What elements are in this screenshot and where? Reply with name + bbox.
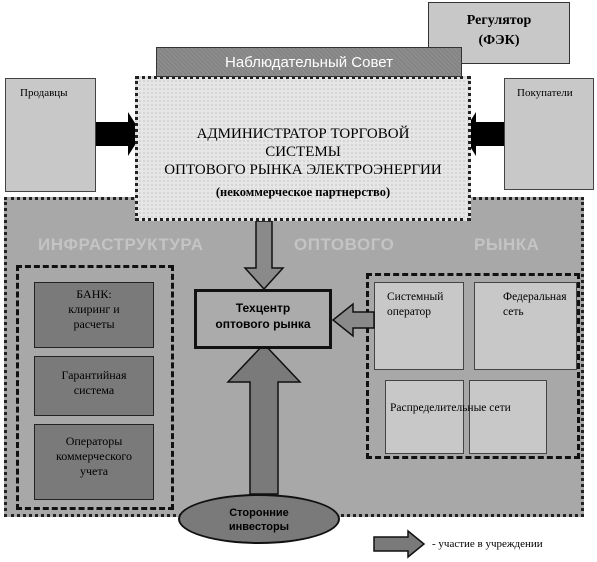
techcenter-line-2: оптового рынка — [215, 317, 311, 331]
system-operator-line-2: оператор — [387, 306, 431, 318]
administrator-line-3: ОПТОВОГО РЫНКА ЭЛЕКТРОЭНЕРГИИ — [164, 162, 442, 178]
infrastructure-word-3: РЫНКА — [474, 235, 540, 254]
administrator-line-2: СИСТЕМЫ — [265, 144, 341, 160]
guarantee-line-2: система — [73, 383, 115, 397]
metering-line-2: коммерческого — [55, 449, 133, 463]
metering-line-1: Операторы — [65, 434, 123, 448]
system-operator-line-1: Системный — [387, 291, 444, 303]
distribution-box-left — [385, 380, 464, 454]
federal-network-line-1: Федеральная — [503, 291, 567, 303]
regulator-title: Регулятор — [466, 13, 532, 28]
admin-to-techcenter-arrow — [243, 220, 285, 291]
infrastructure-word-1: ИНФРАСТРУКТУРА — [38, 235, 204, 254]
investors-line-2: инвесторы — [228, 521, 290, 533]
legend-arrow — [373, 529, 426, 559]
techcenter-line-1: Техцентр — [235, 301, 291, 315]
federal-network-box: Федеральная сеть — [474, 282, 577, 370]
buyers-label: Покупатели — [517, 87, 573, 99]
regulator-subtitle: (ФЭК) — [478, 33, 520, 48]
distribution-box-right — [469, 380, 547, 454]
administrator-box: АДМИНИСТРАТОР ТОРГОВОЙ СИСТЕМЫ ОПТОВОГО … — [135, 76, 471, 221]
buyers-arrow — [462, 112, 504, 156]
bank-line-1: БАНК: — [76, 287, 112, 301]
supervisory-council-box: Наблюдательный Совет — [156, 47, 462, 77]
administrator-subtitle: (некоммерческое партнерство) — [215, 185, 391, 199]
sellers-box: Продавцы — [5, 78, 96, 192]
left-participants-group — [16, 265, 174, 510]
guarantee-system-box: Гарантийная система — [34, 356, 154, 416]
metering-operators-box: Операторы коммерческого учета — [34, 424, 154, 500]
operator-to-techcenter-arrow — [331, 302, 375, 338]
guarantee-line-1: Гарантийная — [61, 368, 127, 382]
infrastructure-word-2: ОПТОВОГО — [294, 235, 395, 254]
bank-line-2: клиринг и — [68, 302, 120, 316]
distribution-networks-label: Распределительные сети — [390, 402, 511, 414]
supervisory-council-label: Наблюдательный Совет — [225, 54, 393, 71]
network-group — [366, 273, 580, 459]
techcenter-box: Техцентр оптового рынка — [194, 289, 332, 349]
bank-line-3: расчеты — [73, 317, 115, 331]
metering-line-3: учета — [79, 464, 109, 478]
sellers-label: Продавцы — [20, 87, 68, 99]
federal-network-line-2: сеть — [503, 306, 524, 318]
bank-box: БАНК: клиринг и расчеты — [34, 282, 154, 348]
buyers-box: Покупатели — [504, 78, 594, 190]
regulator-box: Регулятор (ФЭК) — [428, 2, 570, 64]
administrator-line-1: АДМИНИСТРАТОР ТОРГОВОЙ — [196, 126, 410, 142]
system-operator-box: Системный оператор — [374, 282, 464, 370]
legend-text: - участие в учреждении — [432, 538, 543, 550]
sellers-arrow — [96, 112, 142, 156]
investors-line-1: Сторонние — [229, 507, 289, 519]
investors-ellipse: Сторонние инвесторы — [178, 494, 340, 544]
investors-to-techcenter-arrow — [226, 342, 302, 495]
